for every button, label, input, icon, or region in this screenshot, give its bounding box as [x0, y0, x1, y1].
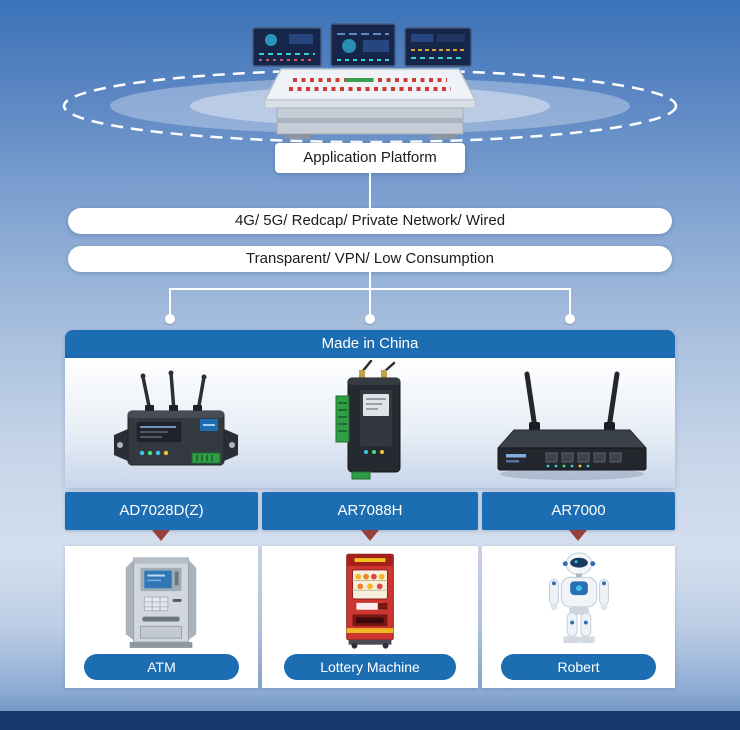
connector-line-vertical — [369, 272, 371, 290]
console-base — [276, 107, 464, 139]
ar7000-router-icon — [496, 371, 648, 480]
control-console-icon — [252, 23, 477, 139]
connector-line-vertical — [569, 288, 571, 316]
atm-machine-icon — [125, 557, 197, 648]
app-label-atm: ATM — [84, 654, 239, 680]
app-label-lottery-machine: Lottery Machine — [283, 654, 457, 680]
device-label-ad7028dz: AD7028D(Z) — [65, 492, 258, 530]
app-label-robert: Robert — [501, 654, 656, 680]
ar7088h-din-rail-icon — [335, 360, 401, 480]
robot-icon — [549, 552, 609, 644]
lottery-machine-icon — [346, 553, 394, 649]
network-bar-primary: 4G/ 5G/ Redcap/ Private Network/ Wired — [68, 208, 672, 234]
footer-bar — [0, 711, 740, 730]
pointer-triangle-icon — [361, 530, 379, 541]
connector-dot — [165, 314, 175, 324]
connector-line-vertical — [369, 173, 371, 208]
console-monitors — [252, 23, 472, 67]
connector-line-vertical — [369, 288, 371, 316]
connector-dot — [565, 314, 575, 324]
console-desk — [263, 68, 477, 109]
device-label-ar7000: AR7000 — [482, 492, 675, 530]
network-bar-secondary: Transparent/ VPN/ Low Consumption — [68, 246, 672, 272]
pointer-triangle-icon — [152, 530, 170, 541]
ad7028dz-dtu-icon — [114, 370, 238, 466]
application-platform-label: Application Platform — [275, 143, 465, 173]
made-in-china-header: Made in China — [65, 330, 675, 358]
pointer-triangle-icon — [569, 530, 587, 541]
device-label-ar7088h: AR7088H — [262, 492, 478, 530]
app-card-robert: Robert — [482, 546, 675, 688]
connector-dot — [365, 314, 375, 324]
connector-line-vertical — [169, 288, 171, 316]
